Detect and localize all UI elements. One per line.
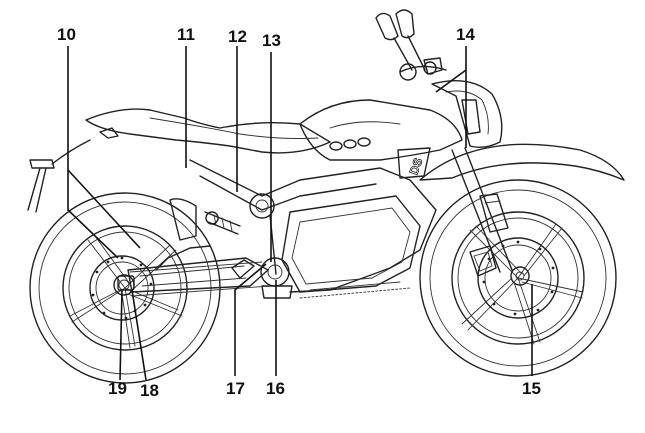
front-hub: [510, 266, 530, 286]
leader-14b: [435, 69, 467, 93]
swingarm: [127, 245, 269, 293]
leader-18: [131, 289, 147, 381]
rear-wheel-spokes: [69, 235, 183, 349]
callout-14: 14: [456, 25, 475, 44]
front-fender: [419, 143, 625, 181]
rear-shock: [204, 211, 241, 235]
belt-drive: [129, 261, 271, 297]
tank-and-side-panel: DS: [299, 99, 463, 179]
main-frame: [189, 159, 437, 293]
front-wheel: [419, 179, 617, 377]
callout-10: 10: [57, 25, 76, 44]
leader-10: [67, 46, 119, 259]
handlebar: [399, 57, 447, 81]
callout-leaders: [67, 46, 533, 381]
tail-and-seat: [85, 108, 331, 154]
rear-wheel: [29, 192, 221, 384]
rear-hub: [113, 274, 135, 296]
mirrors: [375, 9, 426, 71]
callout-labels: 10 11 12 13 14 15 16 17 18 19: [57, 25, 541, 400]
leader-10b: [67, 169, 141, 249]
callout-15: 15: [522, 379, 541, 398]
callout-18: 18: [140, 381, 159, 400]
leader-17: [234, 263, 267, 376]
headlight-fairing: [431, 79, 503, 149]
front-brake-caliper: [469, 245, 497, 277]
model-badge: DS: [407, 156, 426, 176]
front-brake-disc: [477, 237, 559, 319]
front-fork: [451, 147, 513, 273]
callout-13: 13: [262, 31, 281, 50]
callout-19: 19: [108, 379, 127, 398]
callout-16: 16: [266, 379, 285, 398]
battery-box: [281, 195, 421, 299]
leader-19: [119, 289, 123, 381]
motor: [260, 257, 293, 299]
callout-17: 17: [226, 379, 245, 398]
callout-12: 12: [228, 27, 247, 46]
callout-11: 11: [177, 25, 195, 44]
footpeg: [231, 259, 255, 279]
rear-fender-hugger: [169, 198, 197, 241]
license-plate-bracket: [27, 139, 91, 213]
